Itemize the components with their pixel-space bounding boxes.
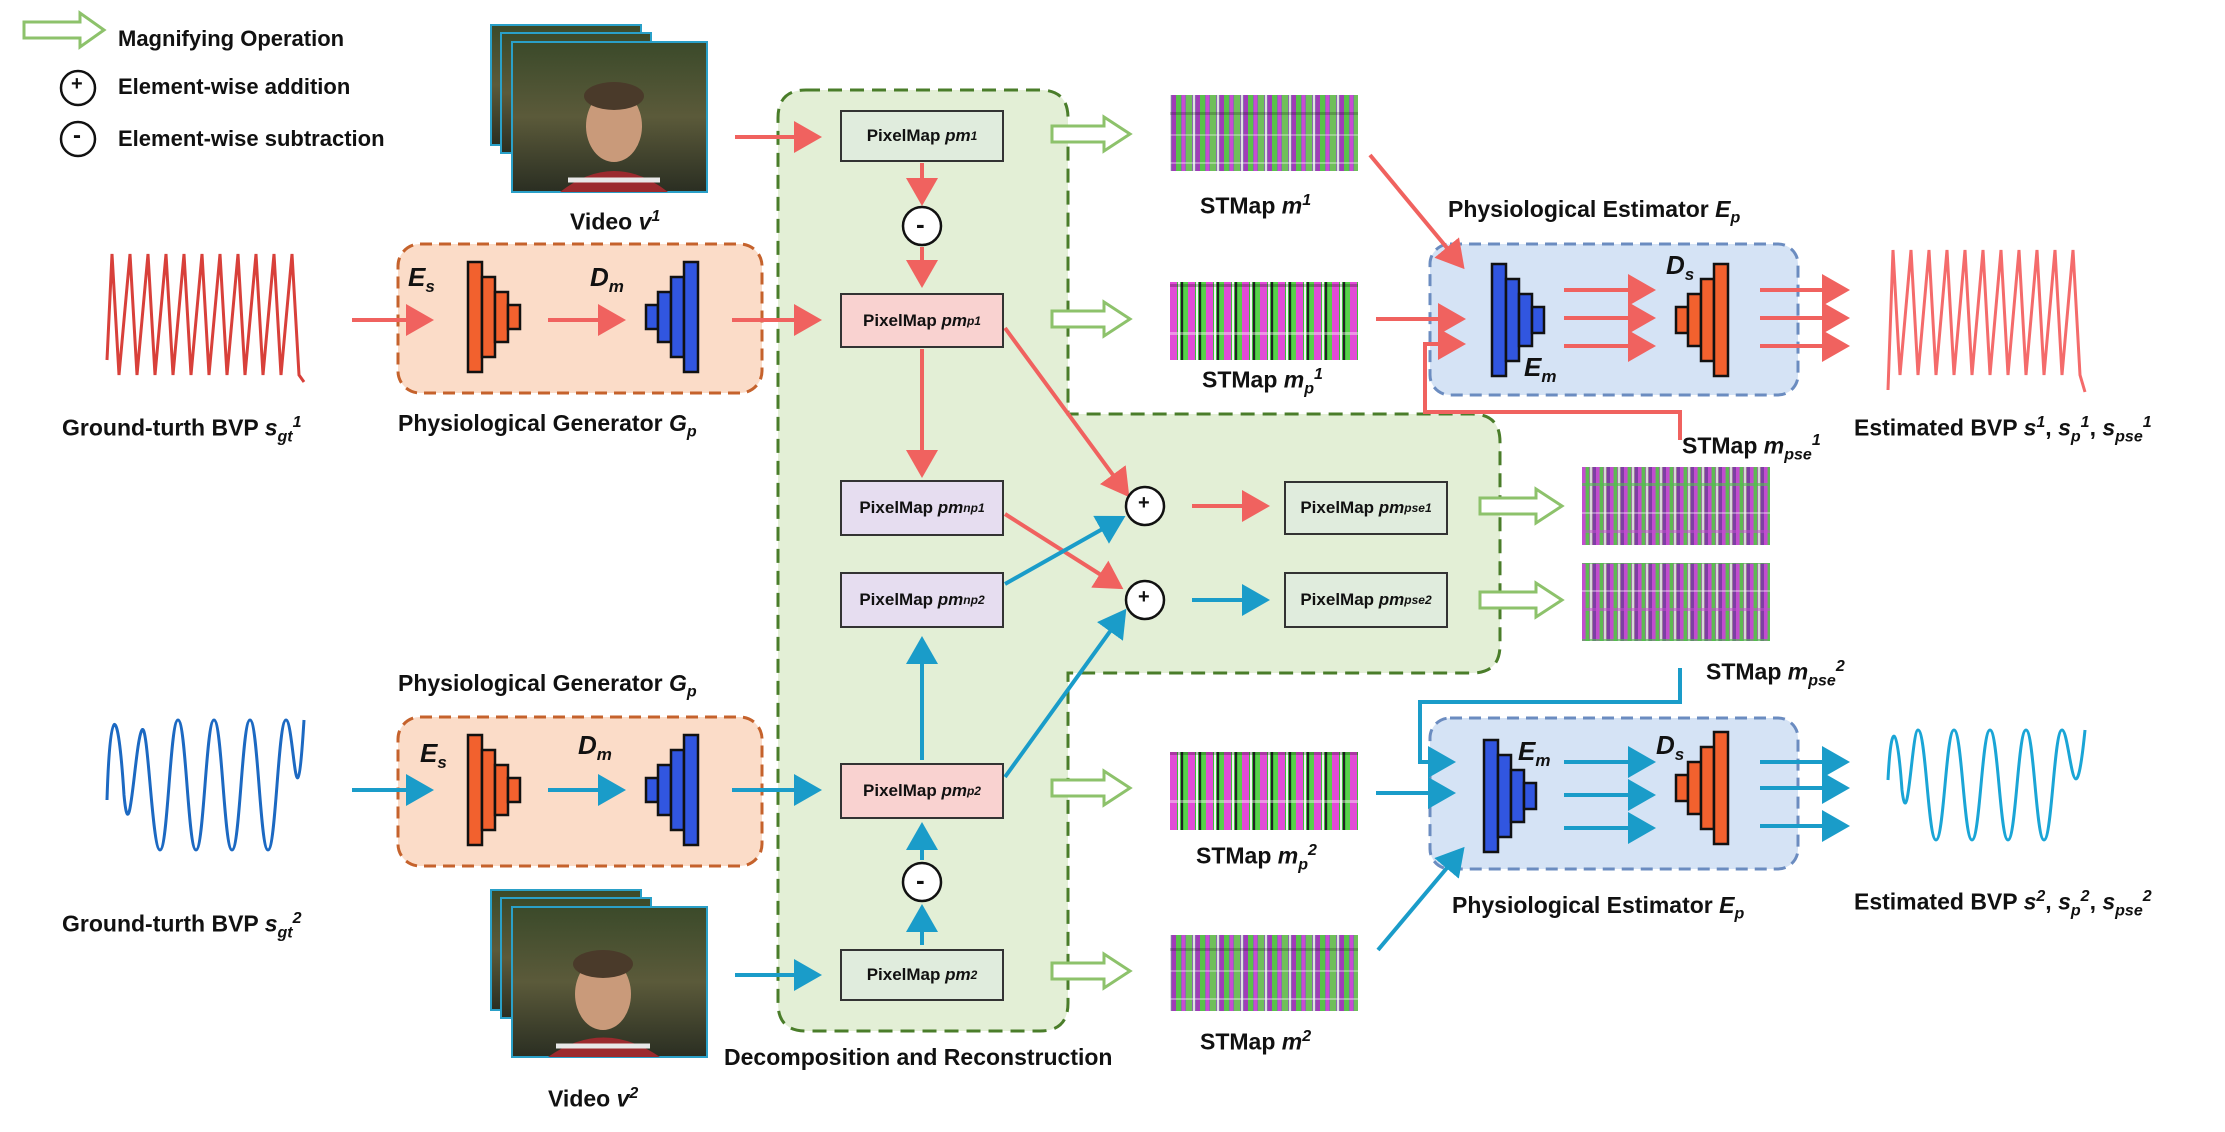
generator-title-bottom: Physiological Generator Gp [398,670,697,701]
estimator-decoder-block-top [1674,262,1730,378]
magnify-arrows [1050,114,1565,991]
magnify-arrow-pmp1 [1050,299,1133,339]
subtract-circle-bottom [901,861,943,903]
stmap-image-mp1 [1170,282,1358,360]
generator-encoder-block-bottom [466,733,522,847]
generator-decoder-block-top [644,260,700,374]
arrow-mpse2-estimator [1418,668,1682,778]
estimator-encoder-caption-top: Em [1524,352,1557,387]
legend-sub-label: Element-wise subtraction [118,126,385,151]
blue-arrows [352,515,1850,991]
decomposition-label: Decomposition and Reconstruction [724,1044,1113,1070]
stmap-image-mpse2 [1582,563,1770,641]
add-symbol-bottom: + [1138,586,1150,608]
subtract-circle-top [901,205,943,247]
arrow-pmnp2-add1 [1004,515,1126,586]
video-label-bottom: Video v2 [548,1085,639,1112]
est-bvp-wave-top [1886,249,2087,393]
estimator-title-bottom: Physiological Estimator Ep [1452,892,1745,923]
arrow-pmp2-add2 [1003,608,1127,779]
legend-minus-symbol: - [73,122,81,149]
stmap-image-mp2 [1170,752,1358,830]
legend-add-circle [59,69,97,107]
generator-title-top: Physiological Generator Gp [398,410,697,441]
stmap-label-m1: STMap m1 [1200,192,1312,219]
legend-magnify-arrow [22,10,107,50]
add-circle-bottom [1124,579,1166,621]
magnify-arrow-pmp2 [1050,768,1133,808]
subtract-symbol-bottom: - [916,865,925,895]
estimated-bvp-label-bottom: Estimated BVP s2, sp2, spse2 [1854,888,2152,920]
generator-encoder-block-top [466,260,522,374]
video-frames-bottom [490,889,708,1058]
magnify-arrow-pm1 [1050,114,1133,154]
generator-encoder-caption-bottom: Es [420,738,447,773]
stmap-label-mpse2: STMap mpse2 [1706,658,1845,690]
legend-plus-symbol: + [71,73,83,95]
est-bvp-wave-bottom [1886,728,2087,842]
magnify-arrow-pmpse2 [1478,580,1565,620]
estimated-bvp-label-top: Estimated BVP s1, sp1, spse1 [1854,414,2152,446]
decomposition-container [776,88,1502,1033]
add-circle-top [1124,485,1166,527]
gt-bvp-wave-bottom [105,718,306,852]
gt-bvp-label-top: Ground-turth BVP sgt1 [62,414,302,446]
estimator-decoder-caption-top: Ds [1666,250,1695,285]
magnify-arrow-pmpse1 [1478,486,1565,526]
stmap-image-mpse1 [1582,467,1770,545]
estimator-decoder-block-bottom [1674,730,1730,846]
stmap-image-m2 [1170,935,1358,1011]
video-frames-top [490,24,708,193]
generator-decoder-block-bottom [644,733,700,847]
generator-decoder-caption-top: Dm [590,262,624,297]
arrow-m2-estimator [1376,846,1465,952]
estimator-encoder-block-top [1490,262,1546,378]
generator-decoder-caption-bottom: Dm [578,730,612,765]
arrow-m1-estimator [1368,153,1465,270]
gt-bvp-wave-top [105,253,306,383]
arrow-pmp1-add1 [1003,326,1130,498]
stmap-label-m2: STMap m2 [1200,1028,1312,1055]
legend-sub-circle [59,120,97,158]
subtract-symbol-top: - [916,209,925,239]
estimator-encoder-caption-bottom: Em [1518,736,1551,771]
stmap-label-mp2: STMap mp2 [1196,842,1317,874]
stmap-label-mp1: STMap mp1 [1202,366,1323,398]
arrow-mpse1-estimator [1423,328,1682,440]
video-label-top: Video v1 [570,208,661,235]
stmap-label-mpse1: STMap mpse1 [1682,432,1821,464]
estimator-decoder-caption-bottom: Ds [1656,730,1685,765]
legend-add-label: Element-wise addition [118,74,351,99]
magnify-arrow-pm2 [1050,951,1133,991]
generator-encoder-caption-top: Es [408,262,435,297]
stmap-image-m1 [1170,95,1358,171]
add-symbol-top: + [1138,492,1150,514]
gt-bvp-label-bottom: Ground-turth BVP sgt2 [62,910,302,942]
estimator-title-top: Physiological Estimator Ep [1448,196,1741,227]
estimator-encoder-block-bottom [1482,738,1538,854]
legend-magnify-label: Magnifying Operation [118,26,345,51]
